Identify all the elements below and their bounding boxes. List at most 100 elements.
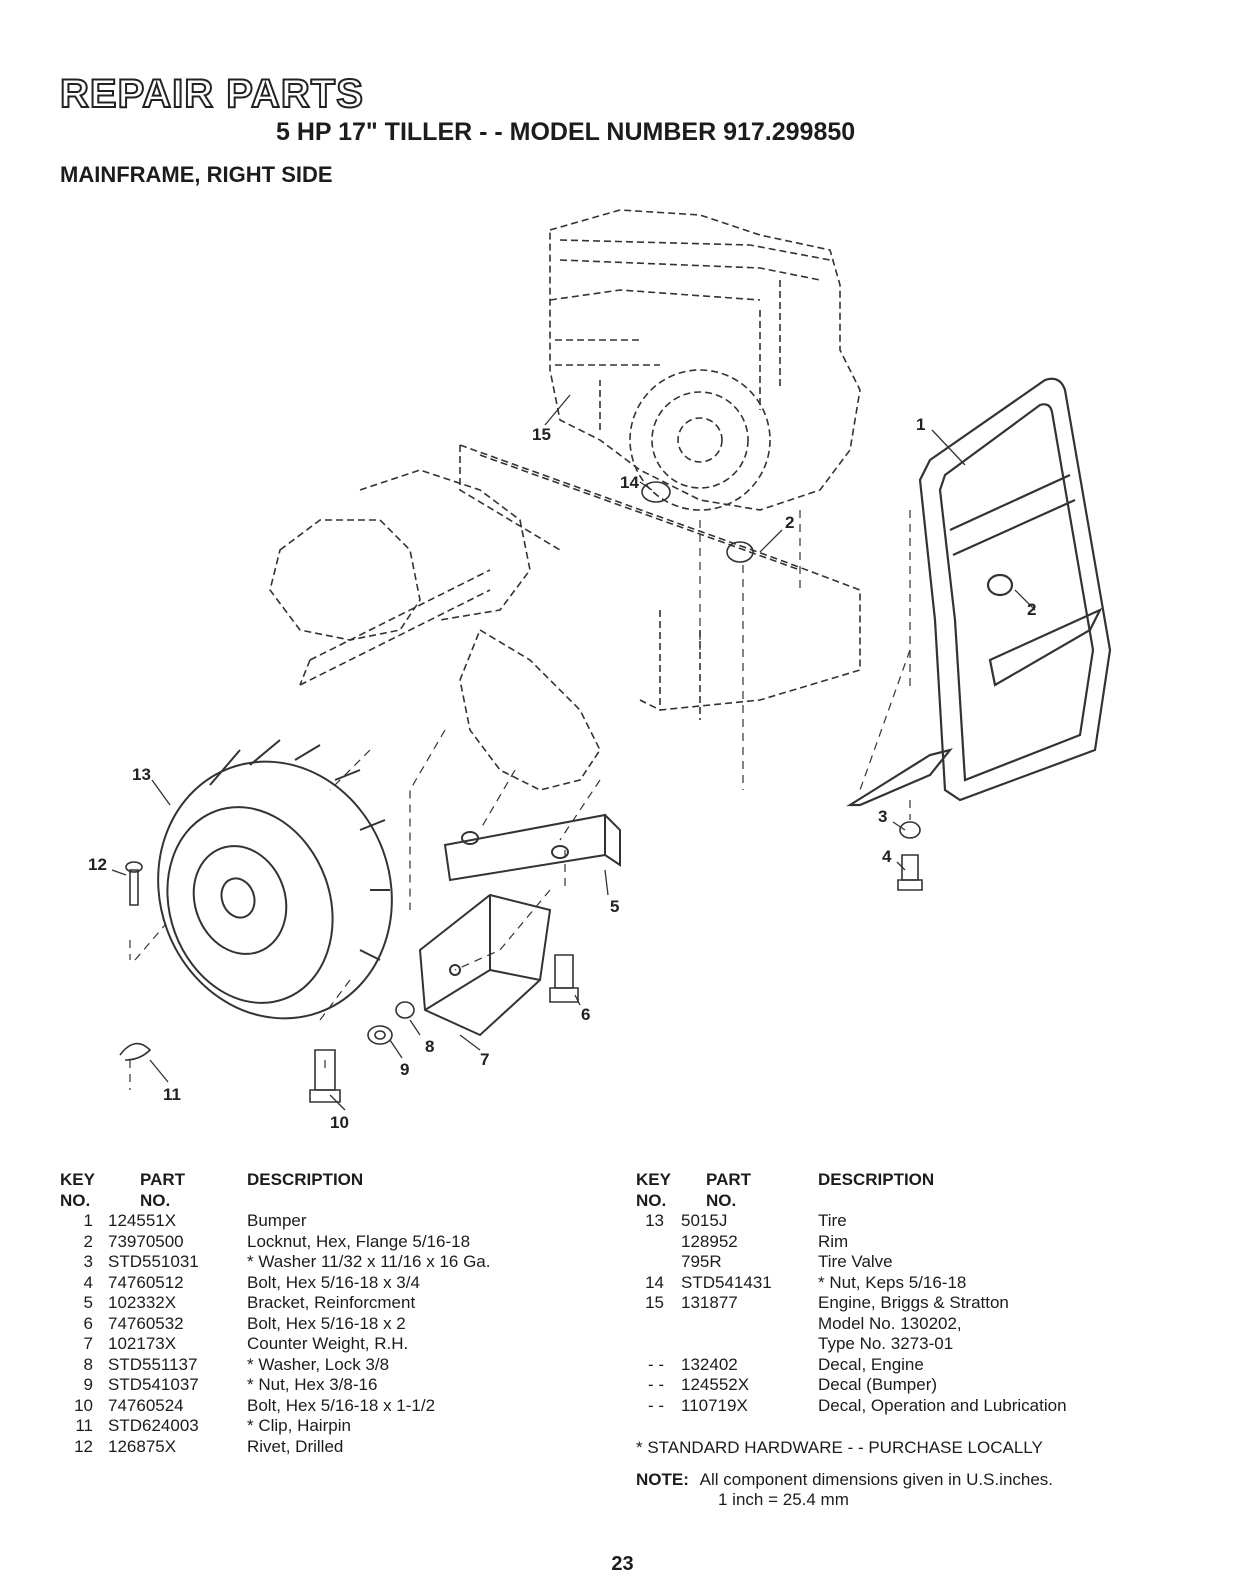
table-row: 128952 Rim	[636, 1232, 1196, 1253]
table-row: 11 STD624003 * Clip, Hairpin	[60, 1416, 600, 1437]
part-number: STD624003	[108, 1416, 199, 1435]
part-number: 110719X	[681, 1395, 748, 1415]
note-text: All component dimensions given in U.S.in…	[699, 1470, 1054, 1489]
hardware-parts	[119, 481, 923, 1103]
callout-11: 11	[163, 1085, 181, 1104]
part-description: * Nut, Keps 5/16-18	[818, 1272, 967, 1292]
part-number: 132402	[681, 1354, 738, 1374]
part-number: 131877	[681, 1293, 738, 1312]
part-key-no: 9	[83, 1375, 93, 1394]
table-row: - - 124552X Decal (Bumper)	[636, 1375, 1196, 1396]
part-key-no: 6	[83, 1313, 93, 1333]
part-key-no: 4	[83, 1272, 93, 1292]
part-description: Tire	[818, 1211, 847, 1230]
col-part-header: PART	[140, 1170, 186, 1189]
page-number: 23	[611, 1553, 634, 1575]
col-key-header-2: NO.	[636, 1190, 667, 1210]
part-description: Bolt, Hex 5/16-18 x 1-1/2	[247, 1395, 436, 1415]
col-part-header-2: NO.	[140, 1190, 171, 1210]
col-part-header-2: NO.	[706, 1190, 737, 1210]
part-number: STD541037	[108, 1375, 199, 1394]
table-row: Model No. 130202,	[636, 1314, 1196, 1335]
part-key-no: 5	[83, 1293, 93, 1312]
part-key-no: 2	[83, 1231, 93, 1251]
page-title: REPAIR PARTS	[59, 71, 364, 117]
part-key-no: 8	[83, 1354, 93, 1374]
bumper-frame	[846, 377, 1112, 807]
part-number: STD551031	[108, 1252, 199, 1271]
callout-9: 9	[400, 1060, 409, 1079]
model-subtitle: 5 HP 17" TILLER - - MODEL NUMBER 917.299…	[276, 118, 856, 146]
part-key-no: - -	[647, 1375, 664, 1394]
part-number: 102332X	[108, 1293, 177, 1312]
table-row: 4 74760512 Bolt, Hex 5/16-18 x 3/4	[60, 1273, 600, 1294]
part-description: * Clip, Hairpin	[247, 1416, 351, 1435]
callout-10: 10	[330, 1113, 349, 1132]
part-description: Bumper	[247, 1211, 307, 1230]
part-key-no: 12	[74, 1436, 93, 1456]
part-key-no: 11	[75, 1416, 93, 1435]
part-number: 124551X	[108, 1211, 177, 1230]
col-key-header: KEY	[636, 1170, 671, 1189]
part-number: 126875X	[108, 1436, 177, 1456]
part-description: Bracket, Reinforcment	[247, 1293, 416, 1312]
part-number: 102173X	[108, 1334, 177, 1353]
reinforcement-bracket	[443, 813, 621, 882]
callout-4: 4	[882, 847, 892, 866]
callout-13: 13	[132, 765, 151, 784]
table-row: 795R Tire Valve	[636, 1252, 1196, 1273]
part-number: 74760512	[108, 1272, 184, 1292]
part-number: 5015J	[681, 1211, 728, 1230]
part-key-no: 14	[645, 1272, 664, 1292]
part-description: Rim	[818, 1231, 849, 1251]
part-key-no: 10	[74, 1395, 93, 1415]
col-description-header: DESCRIPTION	[247, 1170, 364, 1189]
callout-15: 15	[532, 425, 551, 444]
col-description-header: DESCRIPTION	[818, 1170, 935, 1189]
conversion-note: 1 inch = 25.4 mm	[718, 1490, 849, 1509]
part-description: Decal (Bumper)	[818, 1375, 938, 1394]
part-number: 795R	[681, 1252, 722, 1271]
part-description: * Nut, Hex 3/8-16	[247, 1375, 378, 1394]
callout-6: 6	[581, 1005, 590, 1024]
part-number: STD551137	[108, 1354, 198, 1374]
table-row: 5 102332X Bracket, Reinforcment	[60, 1293, 600, 1314]
section-title: MAINFRAME, RIGHT SIDE	[60, 162, 333, 187]
part-number: 128952	[681, 1231, 738, 1251]
col-key-header-2: NO.	[60, 1190, 91, 1210]
standard-hardware-note: * STANDARD HARDWARE - - PURCHASE LOCALLY	[636, 1438, 1043, 1457]
part-description: * Washer, Lock 3/8	[247, 1354, 390, 1374]
part-description: Tire Valve	[818, 1252, 893, 1271]
table-row: 8 STD551137 * Washer, Lock 3/8	[60, 1355, 600, 1376]
part-number: 74760532	[108, 1313, 184, 1333]
part-key-no: 15	[645, 1293, 664, 1312]
tire-and-rim	[157, 739, 393, 1020]
part-description: Bolt, Hex 5/16-18 x 2	[247, 1313, 406, 1333]
col-key-header: KEY	[60, 1170, 95, 1189]
part-description: Locknut, Hex, Flange 5/16-18	[247, 1231, 471, 1251]
callout-12: 12	[88, 855, 107, 874]
table-row: 6 74760532 Bolt, Hex 5/16-18 x 2	[60, 1314, 600, 1335]
callout-7: 7	[480, 1050, 489, 1069]
part-number: 124552X	[681, 1375, 750, 1394]
part-description: Counter Weight, R.H.	[247, 1334, 409, 1353]
table-row: Type No. 3273-01	[636, 1334, 1196, 1355]
part-description: Engine, Briggs & Stratton	[818, 1293, 1009, 1312]
callout-3: 3	[878, 807, 887, 826]
engine-outline	[549, 209, 861, 511]
part-description: Model No. 130202,	[818, 1313, 962, 1333]
table-row: 9 STD541037 * Nut, Hex 3/8-16	[60, 1375, 600, 1396]
part-description: Bolt, Hex 5/16-18 x 3/4	[247, 1272, 420, 1292]
